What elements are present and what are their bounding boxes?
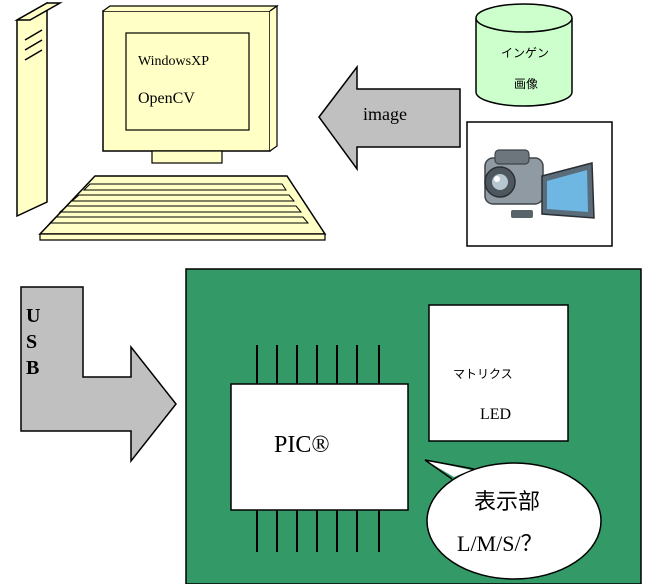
- video-camera-icon: [484, 149, 595, 219]
- led-label-line2: LED: [480, 406, 512, 423]
- pic-label: PIC®: [274, 432, 330, 458]
- pc-keyboard: [38, 175, 327, 241]
- database-label-line2: 画像: [514, 77, 539, 91]
- image-arrow-label: image: [363, 104, 407, 124]
- led-matrix: [428, 304, 569, 442]
- bubble-label-line1: 表示部: [474, 490, 541, 515]
- database-label-line1: インゲン: [501, 46, 550, 60]
- bubble-label-line2: L/M/S/？: [457, 531, 543, 556]
- pic-pins: [256, 345, 380, 552]
- pc-screen-os-label: WindowsXP: [138, 54, 209, 69]
- pc-monitor: [102, 4, 279, 164]
- led-label-line1: マトリクス: [453, 367, 513, 381]
- pc-tower: [14, 1, 63, 218]
- usb-letter-u: U: [26, 305, 41, 327]
- usb-arrow: [20, 286, 177, 464]
- image-arrow: [318, 64, 461, 172]
- pic-chip: [230, 383, 409, 511]
- display-bubble: [424, 459, 602, 580]
- pc-screen-lib-label: OpenCV: [138, 90, 195, 107]
- database-cylinder: [475, 3, 573, 107]
- usb-letter-s: S: [26, 331, 38, 353]
- usb-letter-b: B: [26, 357, 40, 379]
